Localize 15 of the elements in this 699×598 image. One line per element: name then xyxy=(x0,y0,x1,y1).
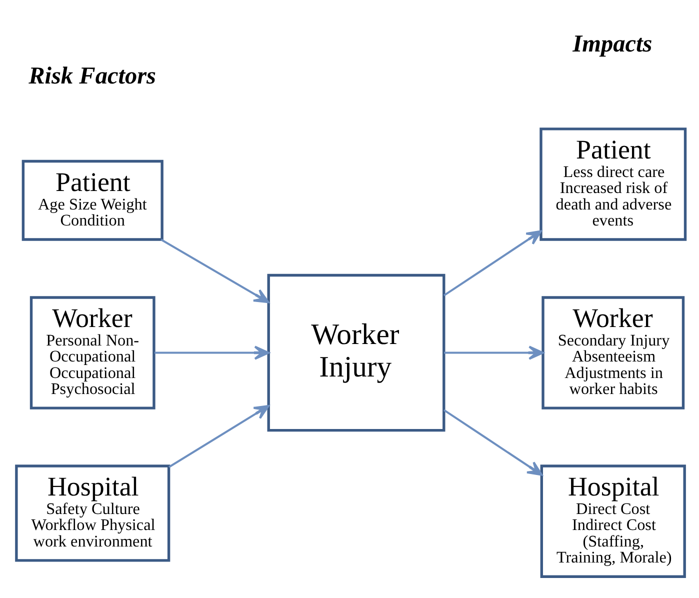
node-box: Worker Personal Non-Occupational Occupational Psychosocial xyxy=(30,296,156,409)
node-box: Worker Secondary Injury Absenteeism Adjustments in worker habits xyxy=(542,296,685,409)
arrow xyxy=(443,230,542,296)
node-box: Patient Age Size Weight Condition xyxy=(22,159,164,240)
arrow xyxy=(160,238,270,303)
arrow xyxy=(168,404,270,468)
label: Risk Factors xyxy=(28,62,156,90)
node-box: Hospital Safety Culture Workflow Physical work environment xyxy=(15,464,170,562)
node-box: Worker Injury xyxy=(267,273,446,432)
node-box: Hospital Direct Cost Indirect Cost (Staffing, Training, Morale) xyxy=(540,464,686,578)
arrow xyxy=(444,345,544,360)
node-box: Patient Less direct care Increased risk of death and adverse events xyxy=(540,127,687,240)
label: Impacts xyxy=(572,30,652,57)
arrow xyxy=(443,408,543,476)
arrow xyxy=(154,345,270,360)
